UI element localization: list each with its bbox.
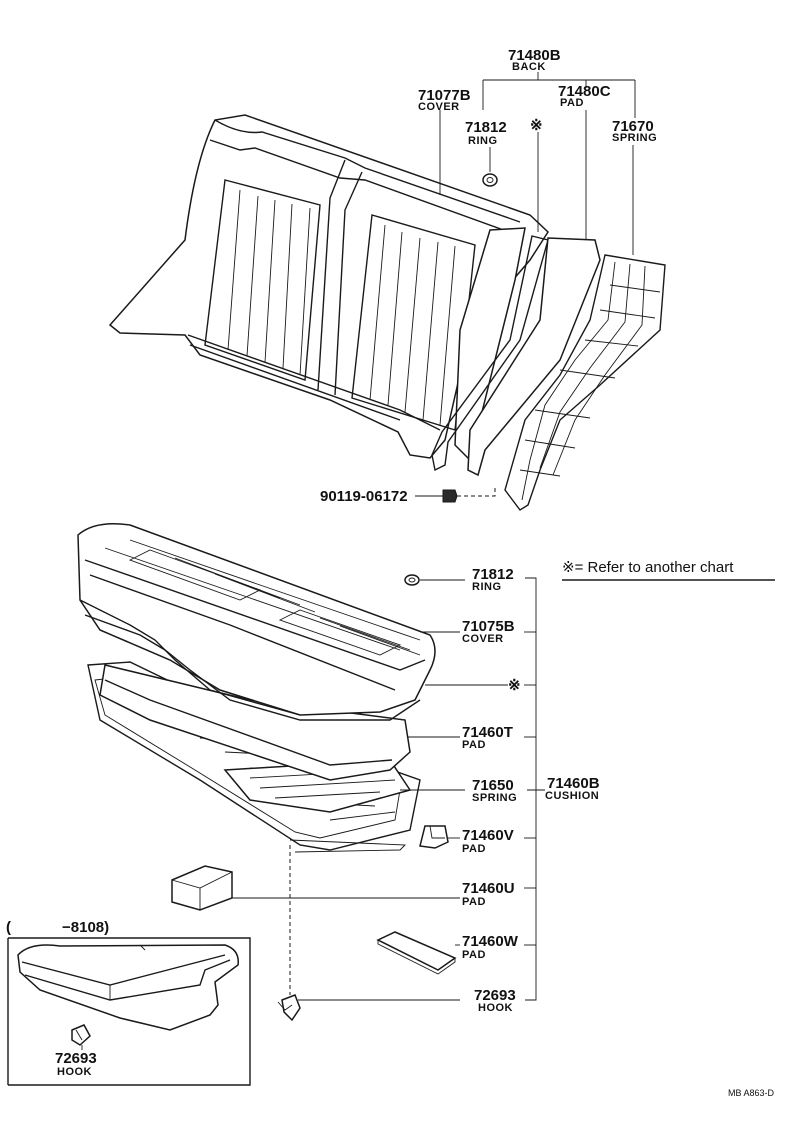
label-71480c-name: PAD: [560, 97, 584, 109]
label-71812-name: RING: [468, 135, 498, 147]
label-71460b-number: 71460B: [547, 775, 600, 792]
inset-range-text: −8108): [62, 919, 109, 936]
label-71812-number: 71812: [465, 119, 507, 136]
label-71480b-number: 71480B: [508, 47, 561, 64]
label-71480c-number: 71480C: [558, 83, 611, 100]
seat-back-illustration: [108, 114, 666, 511]
legend-refer-note: ※= Refer to another chart: [562, 559, 734, 576]
label-71460t-name: PAD: [462, 739, 486, 751]
label-71077b-number: 71077B: [418, 87, 471, 104]
label-71650-number: 71650: [472, 777, 514, 794]
label-71812-cushion-name: RING: [472, 581, 502, 593]
label-71650-name: SPRING: [472, 792, 517, 804]
seat-cushion-illustration: [77, 523, 457, 1022]
label-71460w-name: PAD: [462, 949, 486, 961]
label-90119-06172: 90119-06172: [320, 488, 408, 505]
label-72693-number: 72693: [474, 987, 516, 1004]
label-71460u-number: 71460U: [462, 880, 515, 897]
label-71075b-number: 71075B: [462, 618, 515, 635]
label-71460b-name: CUSHION: [545, 790, 599, 802]
seat-back-leaders: [415, 72, 636, 497]
label-71812-cushion-number: 71812: [472, 566, 514, 583]
label-71075b-name: COVER: [462, 633, 504, 645]
label-71077b-name: COVER: [418, 101, 460, 113]
refer-mark-back: ※: [530, 117, 543, 134]
label-71460w-number: 71460W: [462, 933, 519, 950]
label-71460v-number: 71460V: [462, 827, 514, 844]
label-71670-number: 71670: [612, 118, 654, 135]
label-71670-name: SPRING: [612, 132, 657, 144]
inset-bracket-frame: [8, 937, 251, 1086]
label-71460u-name: PAD: [462, 896, 486, 908]
refer-mark-cushion: ※: [508, 677, 521, 694]
label-72693-name: HOOK: [478, 1002, 513, 1014]
inset-label-72693-name: HOOK: [57, 1066, 92, 1078]
seat-cushion-leaders: [232, 577, 545, 1001]
inset-label-72693-number: 72693: [55, 1050, 97, 1067]
label-71460v-name: PAD: [462, 843, 486, 855]
footer-code: MB A863-D: [728, 1088, 775, 1098]
back-spring-frame: [504, 254, 666, 511]
inset-range-open: (: [6, 919, 11, 936]
label-71480b-name: BACK: [512, 61, 546, 73]
inset-variant: ( −8108) 72693 HOOK: [6, 919, 251, 1086]
label-71460t-number: 71460T: [462, 724, 513, 741]
